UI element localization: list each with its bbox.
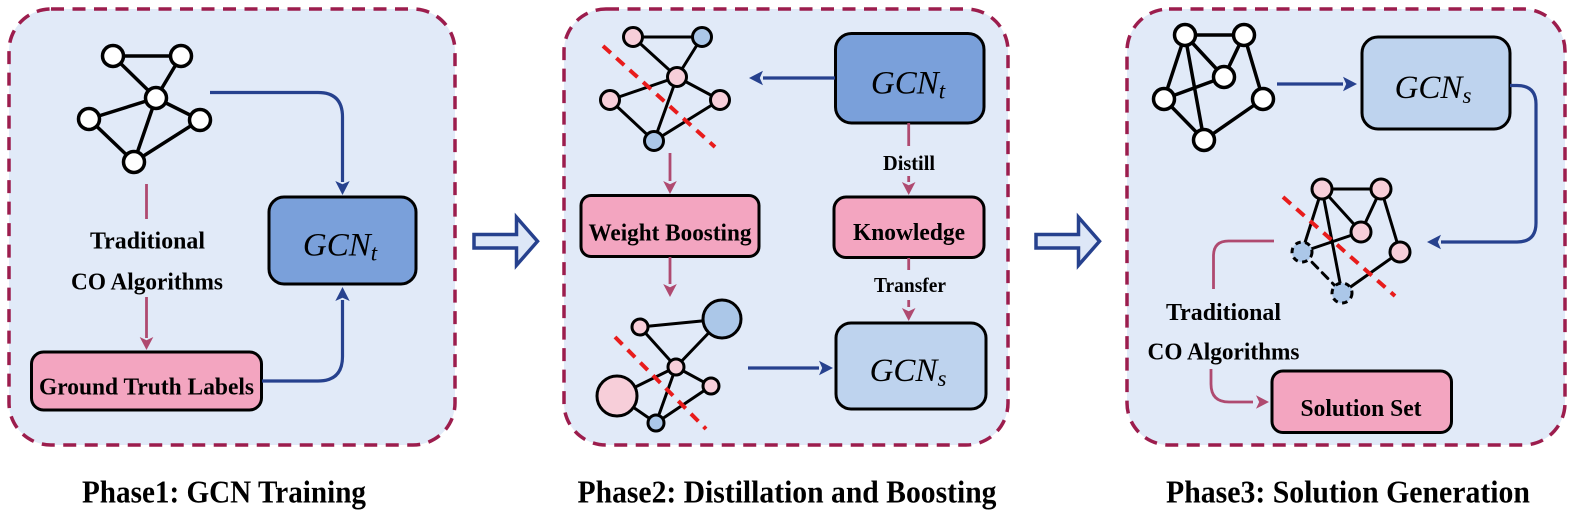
graph-node	[599, 89, 621, 111]
co-algorithms-to-solution-set-arrowhead	[1256, 395, 1269, 409]
distill-label: Distill	[883, 151, 935, 175]
knowledge-box	[832, 195, 986, 259]
graph-node	[1388, 240, 1412, 264]
graph-node	[121, 149, 147, 175]
panel-phase2: GCNt Weight Boosting Distill Knowledge T…	[562, 7, 1010, 510]
co-algorithms-label-line1: Traditional	[1166, 300, 1281, 326]
panel-phase1: GCNt Traditional CO Algorithms Ground Tr…	[7, 7, 457, 510]
graph-node	[1211, 64, 1237, 90]
solution-set-text: Solution Set	[1301, 396, 1422, 422]
graph-node	[143, 85, 169, 111]
graph-node	[622, 26, 644, 48]
phase1-to-phase2-arrow	[472, 212, 540, 270]
phase2-caption: Phase2: Distillation and Boosting	[578, 474, 997, 510]
gcns-to-solution-graph-line	[1441, 83, 1538, 244]
graph-to-gcns-arrowhead	[1343, 76, 1357, 92]
graph-node	[76, 106, 102, 132]
graph-node	[1310, 177, 1334, 201]
transfer-arrowhead	[901, 308, 916, 321]
gcns-box	[1360, 35, 1512, 131]
phase2-boosted-graph-cut-line	[613, 335, 708, 431]
gcnt-to-graph-arrowhead	[749, 70, 763, 86]
labels-to-gcnt-arrow-line	[262, 300, 345, 383]
phase2-labeled-graph	[599, 26, 731, 152]
graph-node	[701, 376, 721, 396]
graph-node	[1231, 22, 1257, 48]
gcns-to-solution-graph-arrowhead	[1427, 234, 1441, 250]
phase2-boosted-graph	[595, 298, 743, 433]
phase2-to-phase3-arrow	[1034, 212, 1102, 270]
graph-node	[1172, 22, 1198, 48]
graph-node	[1369, 177, 1393, 201]
graph-to-gcnt-arrowhead	[335, 181, 350, 195]
gcns-box	[834, 321, 988, 411]
graph-node	[1349, 220, 1373, 244]
transfer-label: Transfer	[874, 273, 946, 297]
weight-boosting-text: Weight Boosting	[589, 221, 752, 247]
solution-set-box	[1270, 369, 1453, 434]
co-algorithms-to-solution-set-line	[1209, 369, 1253, 404]
graph-node	[100, 43, 126, 69]
gcnt-label: GCNt	[303, 228, 378, 266]
gcns-label: GCNs	[870, 353, 947, 391]
weight-boosting-to-graph-arrowhead	[663, 284, 677, 297]
graph-edges	[87, 54, 202, 164]
ground-truth-labels-text: Ground Truth Labels	[39, 375, 254, 401]
phase1-caption: Phase1: GCN Training	[82, 474, 366, 510]
graph-node	[1191, 127, 1217, 153]
graph-edges	[608, 35, 722, 143]
weight-boosting-box	[579, 194, 761, 258]
graph-node	[666, 357, 686, 377]
co-algorithms-label-line2: CO Algorithms	[1148, 340, 1300, 366]
graph-node	[187, 107, 213, 133]
graph-node	[646, 413, 666, 433]
graph-node	[643, 130, 665, 152]
gcnt-box	[267, 195, 418, 286]
co-algorithms-arrowhead	[139, 337, 154, 350]
labels-to-gcnt-arrowhead	[335, 287, 350, 301]
distill-arrowhead	[901, 182, 916, 195]
graph-to-gcnt-arrow-line	[210, 90, 345, 182]
knowledge-text: Knowledge	[853, 220, 965, 246]
graph-to-weight-boosting-arrowhead	[663, 181, 677, 194]
graph-node	[666, 66, 688, 88]
graph-node	[630, 317, 650, 337]
graph-node	[168, 43, 194, 69]
phase3-graph-cut-line	[1281, 195, 1397, 298]
gcns-label: GCNs	[1395, 70, 1472, 108]
graph-node	[709, 89, 731, 111]
graph-node	[1250, 86, 1276, 112]
graph-edges	[615, 317, 724, 425]
graph-node	[701, 298, 743, 340]
boosted-graph-to-gcns-arrowhead	[819, 360, 833, 376]
graph-node	[1330, 281, 1354, 305]
graph-node	[691, 26, 713, 48]
phase3-input-graph	[1151, 22, 1276, 153]
phase1-input-graph	[76, 43, 213, 175]
co-algorithms-label-line1: Traditional	[90, 229, 205, 255]
panel-phase3: GCNs Traditional CO Algorithms Solution …	[1125, 7, 1567, 510]
graph-node	[595, 374, 639, 418]
phase3-caption: Phase3: Solution Generation	[1166, 474, 1530, 510]
graph-node	[1151, 86, 1177, 112]
co-algorithms-label-line2: CO Algorithms	[71, 270, 223, 296]
graph-edges	[1162, 33, 1265, 142]
gcnt-label: GCNt	[871, 66, 946, 104]
phase2-graph-cut-line	[601, 44, 717, 149]
co-algorithms-to-graph-line	[1212, 239, 1274, 289]
ground-truth-labels-box	[30, 350, 263, 412]
graph-node	[1290, 240, 1314, 264]
